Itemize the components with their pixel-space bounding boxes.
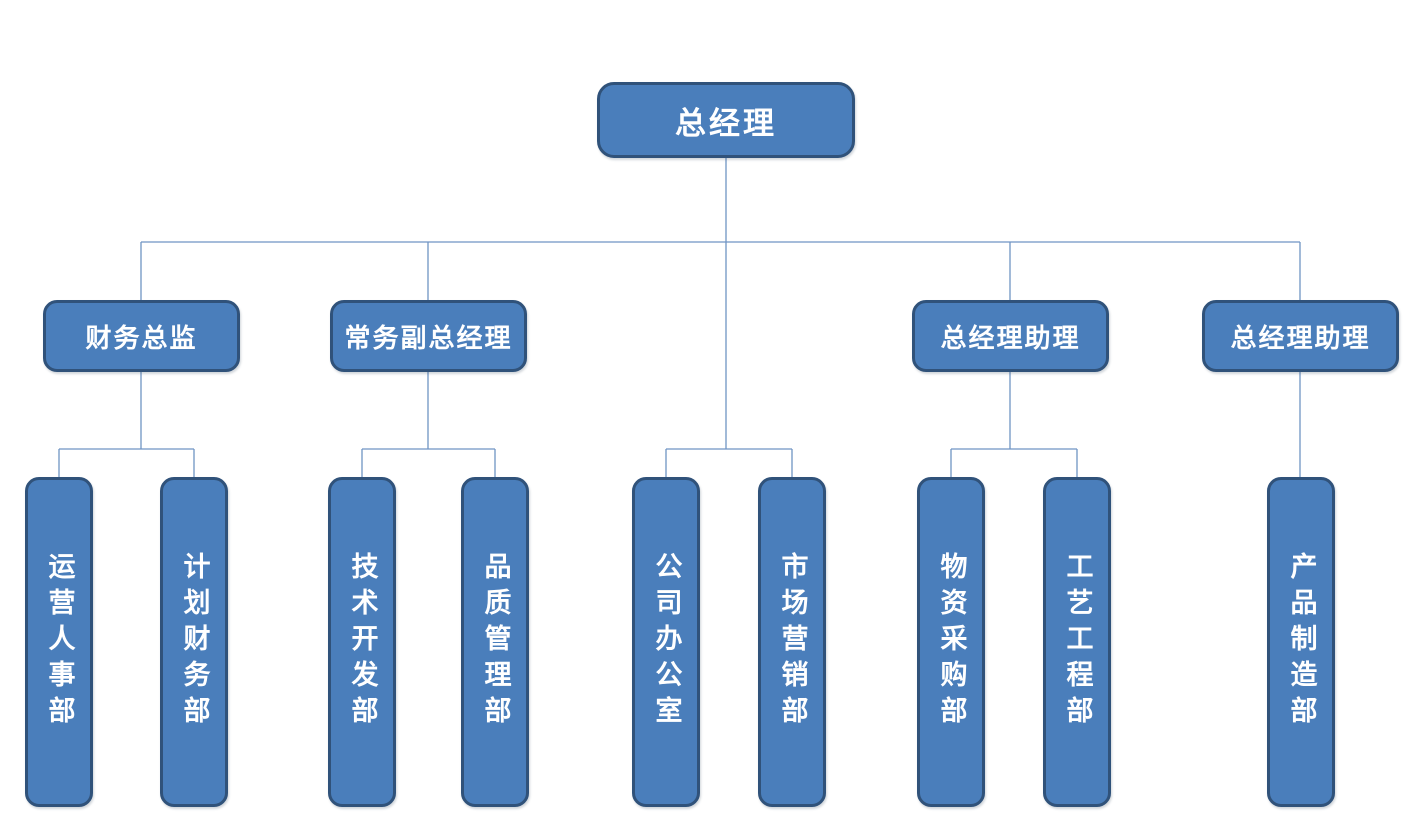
node-label: 运营人事部	[43, 552, 75, 732]
node-label: 总经理助理	[1230, 323, 1371, 354]
node-label: 技术开发部	[346, 552, 378, 732]
node-dept-materials-procurement[interactable]: 物资采购部	[917, 477, 985, 807]
node-label: 常务副总经理	[344, 323, 513, 354]
node-label: 品质管理部	[479, 552, 511, 732]
node-label: 市场营销部	[776, 552, 808, 732]
node-dept-marketing[interactable]: 市场营销部	[758, 477, 826, 807]
node-label: 产品制造部	[1285, 552, 1317, 732]
node-dept-quality-management[interactable]: 品质管理部	[461, 477, 529, 807]
node-dept-process-engineering[interactable]: 工艺工程部	[1043, 477, 1111, 807]
node-label: 工艺工程部	[1061, 552, 1093, 732]
node-label: 总经理助理	[940, 323, 1081, 354]
node-label: 总经理	[675, 105, 777, 142]
node-dept-tech-development[interactable]: 技术开发部	[328, 477, 396, 807]
node-dept-product-manufacturing[interactable]: 产品制造部	[1267, 477, 1335, 807]
node-gm-assistant-1[interactable]: 总经理助理	[912, 300, 1109, 372]
node-label: 计划财务部	[178, 552, 210, 732]
node-dept-company-office[interactable]: 公司办公室	[632, 477, 700, 807]
node-general-manager[interactable]: 总经理	[597, 82, 855, 158]
connector-path	[58, 158, 1301, 477]
node-executive-deputy-gm[interactable]: 常务副总经理	[330, 300, 527, 372]
node-label: 公司办公室	[650, 552, 682, 732]
node-gm-assistant-2[interactable]: 总经理助理	[1202, 300, 1399, 372]
node-label: 物资采购部	[935, 552, 967, 732]
node-finance-director[interactable]: 财务总监	[43, 300, 240, 372]
node-dept-planning-finance[interactable]: 计划财务部	[160, 477, 228, 807]
node-dept-operations-hr[interactable]: 运营人事部	[25, 477, 93, 807]
node-label: 财务总监	[85, 323, 198, 354]
